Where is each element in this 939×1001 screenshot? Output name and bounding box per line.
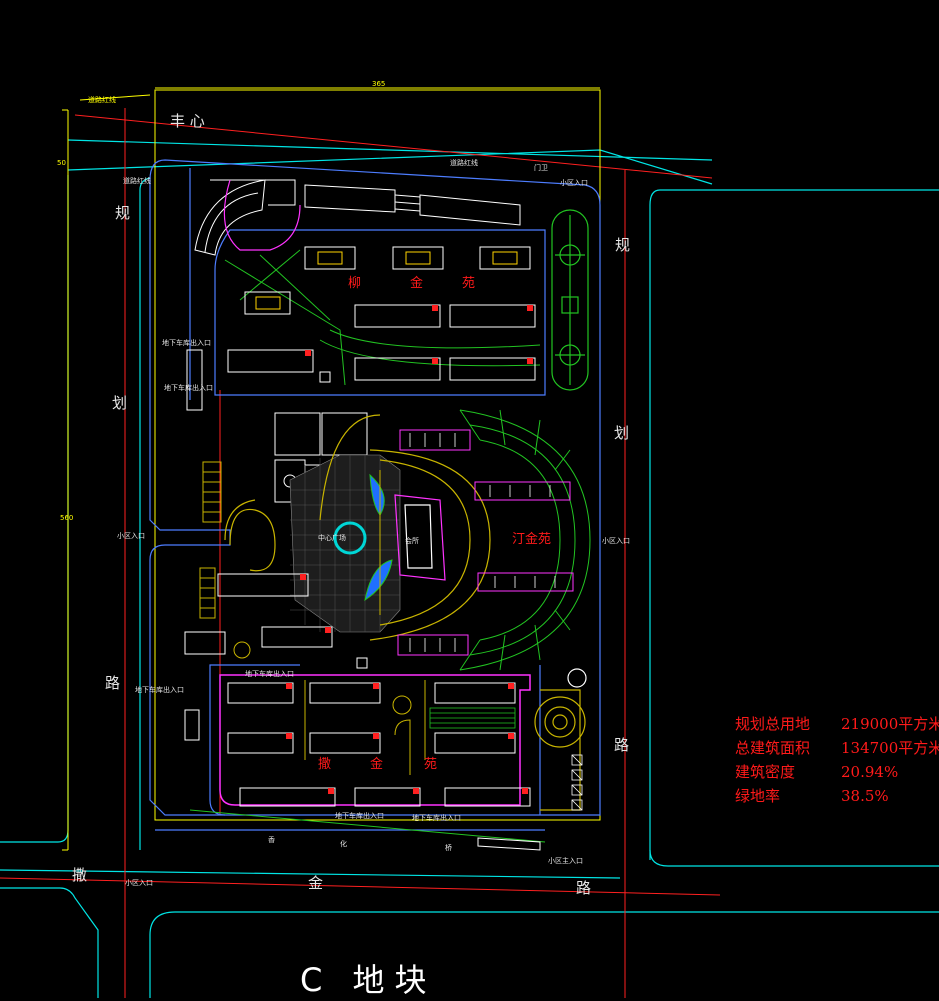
statistics-table: 规划总用地 219000平方米 总建筑面积 134700平方米 建筑密度 20.… — [735, 712, 939, 808]
road-south-1: 撒 — [72, 866, 87, 884]
label-plaza: 中心广场 — [318, 533, 346, 542]
zone-south-2: 金 — [370, 756, 383, 772]
zone-north-2: 金 — [410, 275, 423, 291]
south-inner-grid — [429, 707, 516, 729]
road-redlines — [0, 108, 721, 998]
south-gate — [477, 837, 541, 851]
stat-value: 38.5% — [841, 787, 889, 805]
zone-north-1: 柳 — [348, 276, 361, 291]
south-buildings — [227, 682, 531, 807]
road-south-3: 路 — [576, 879, 591, 897]
inner-road-1: 香 — [268, 835, 275, 844]
stat-value: 219000平方米 — [841, 715, 939, 733]
label-entrance-west: 小区入口 — [117, 531, 145, 540]
dim-top: 365 — [372, 80, 385, 88]
inner-perimeter — [149, 159, 601, 831]
stat-row: 总建筑面积 134700平方米 — [735, 736, 939, 760]
inner-road-2: 化 — [340, 839, 347, 848]
clubhouse-ring — [224, 414, 491, 641]
north-buildings — [227, 246, 536, 381]
inner-road-3: 桥 — [445, 843, 452, 852]
label-entrance-southeast: 小区主入口 — [548, 856, 583, 865]
zone-south-3: 苑 — [424, 757, 437, 772]
zone-north-3: 苑 — [462, 276, 475, 291]
center-building-details — [409, 433, 556, 652]
road-south-2: 金 — [308, 874, 323, 892]
stat-value: 20.94% — [841, 763, 899, 781]
south-building-accents — [286, 683, 528, 794]
drawing-title: C 地块 — [300, 961, 437, 999]
label-door-guard: 门卫 — [534, 163, 548, 172]
road-east-1: 规 — [615, 236, 630, 254]
west-mid-buildings — [184, 573, 333, 655]
stat-key: 总建筑面积 — [735, 739, 811, 757]
corner-note: 道路红线 — [88, 95, 116, 104]
south-green-road — [189, 809, 546, 843]
zone-center: 汀金苑 — [512, 531, 551, 547]
east-garden — [551, 209, 589, 391]
stat-key: 建筑密度 — [735, 763, 796, 781]
label-parking-f: 地下车库出入口 — [412, 813, 461, 822]
stat-row: 规划总用地 219000平方米 — [735, 712, 939, 736]
south-inner-paths — [304, 680, 426, 775]
road-west-3: 路 — [105, 674, 120, 692]
stat-value: 134700平方米 — [841, 739, 939, 757]
label-entrance-east-north: 小区入口 — [560, 178, 588, 187]
outer-roads — [0, 139, 939, 998]
dim-left: 560 — [60, 514, 73, 522]
stat-key: 规划总用地 — [735, 715, 811, 733]
east-fan-lawn — [459, 409, 591, 671]
center-buildings — [397, 429, 574, 656]
zone-south-1: 撒 — [318, 756, 331, 772]
west-gate — [184, 349, 368, 741]
road-north: 丰 心 — [170, 112, 205, 130]
label-entrance-east-mid: 小区入口 — [602, 536, 630, 545]
north-building-accents — [305, 305, 533, 364]
north-tower-cores — [255, 251, 518, 310]
label-clubhouse: 会所 — [405, 536, 419, 545]
road-east-2: 划 — [614, 424, 629, 442]
clubhouse — [394, 494, 446, 581]
label-entrance-south: 小区入口 — [125, 878, 153, 887]
label-service: 道路红线 — [450, 158, 478, 167]
central-plaza — [289, 454, 401, 633]
southeast-entrance — [534, 668, 587, 811]
road-west-2: 划 — [112, 394, 127, 412]
dim-left-top: 50 — [57, 159, 66, 167]
stat-row: 绿地率 38.5% — [735, 784, 939, 808]
label-parking-c: 地下车库出入口 — [245, 669, 294, 678]
stat-key: 绿地率 — [735, 787, 781, 805]
clubhouse-magenta — [223, 179, 301, 251]
southeast-parking — [571, 754, 583, 811]
north-bar-buildings — [304, 184, 521, 226]
road-east-3: 路 — [614, 736, 629, 754]
stat-row: 建筑密度 20.94% — [735, 760, 939, 784]
north-block-paths — [224, 249, 541, 386]
label-admin: 道路红线 — [123, 176, 151, 185]
label-parking-b: 地下车库出入口 — [164, 383, 213, 392]
label-parking-d: 地下车库出入口 — [135, 685, 184, 694]
road-west-1: 规 — [115, 204, 130, 222]
label-parking-e: 地下车库出入口 — [335, 811, 384, 820]
south-block-enclosure — [219, 674, 531, 806]
clubhouse-arc — [194, 179, 296, 256]
label-parking-a: 地下车库出入口 — [162, 338, 211, 347]
west-ladder — [199, 461, 251, 659]
west-mid-accents — [300, 574, 331, 633]
